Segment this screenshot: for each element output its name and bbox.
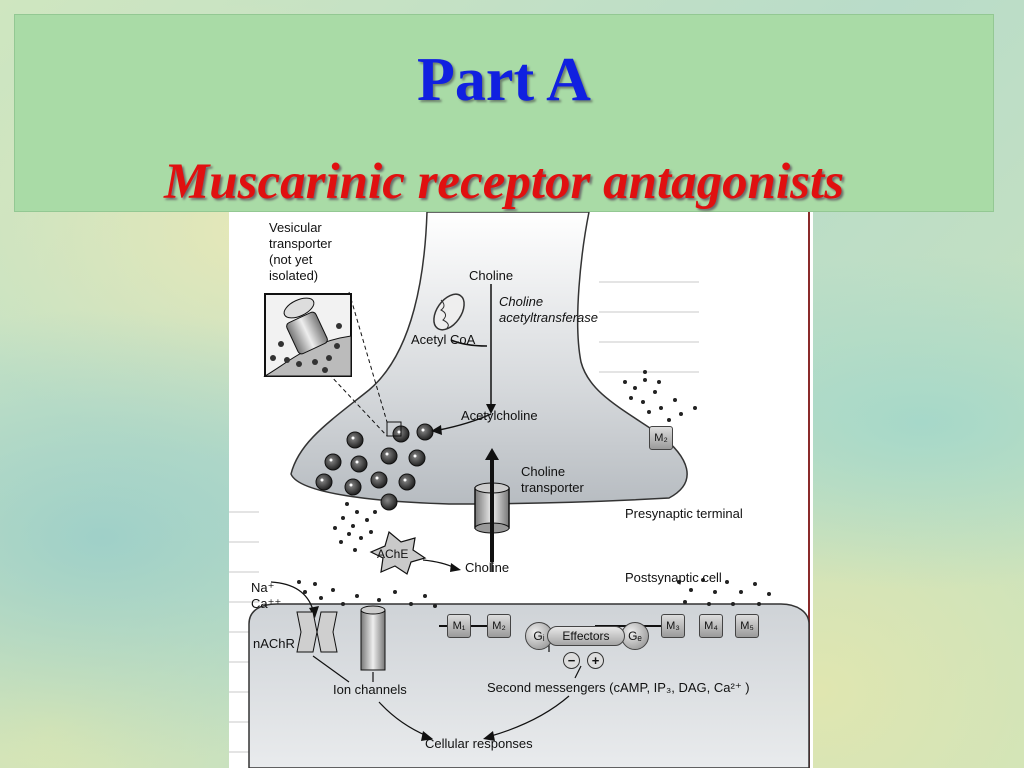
background-text-lines <box>229 281 699 753</box>
m5-receptor: M₅ <box>735 614 759 638</box>
vesicular-transporter-label: Vesicular transporter (not yet isolated) <box>269 220 332 283</box>
presynaptic-terminal <box>290 212 688 505</box>
stimulate-sign: + <box>587 652 604 669</box>
ache-enzyme <box>369 530 427 575</box>
choline-acetyltransferase-label: Choline acetyltransferase <box>499 294 598 325</box>
slide-subtitle: Muscarinic receptor antagonists <box>163 154 845 210</box>
acetylcholine-label: Acetylcholine <box>461 408 538 423</box>
choline-transporter-label: Choline transporter <box>521 464 584 495</box>
inhibit-sign: − <box>563 652 580 669</box>
choline-label: Choline <box>469 268 514 283</box>
effectors-box: Effectors <box>547 626 625 646</box>
nachr-label: nAChR <box>253 636 295 651</box>
title-banner: Part A Muscarinic receptor antagonists <box>14 14 994 212</box>
vesicular-transporter-inset <box>263 293 352 377</box>
cellular-responses-label: Cellular responses <box>425 736 533 751</box>
m3-receptor: M₃ <box>661 614 685 638</box>
slide-title: Part A <box>417 46 591 114</box>
m2-receptor: M₂ <box>487 614 511 638</box>
m4-receptor: M₄ <box>699 614 723 638</box>
vesicle-highlights <box>320 428 425 487</box>
choline-cleft-label: Choline <box>465 560 510 575</box>
sodium-label: Na⁺ <box>251 580 275 595</box>
gq-protein: Gₑ <box>621 622 649 650</box>
ache-label: AChE <box>377 547 409 561</box>
presynaptic-m2-receptor: M₂ <box>649 426 673 450</box>
calcium-label: Ca⁺⁺ <box>251 596 282 611</box>
m1-receptor: M₁ <box>447 614 471 638</box>
mitochondrion <box>433 293 465 331</box>
presynaptic-terminal-label: Presynaptic terminal <box>625 506 743 521</box>
ion-channel <box>360 605 386 671</box>
postsynaptic-cell-label: Postsynaptic cell <box>625 570 722 585</box>
acetyl-coa-label: Acetyl CoA <box>411 332 476 347</box>
postsynaptic-cell <box>248 603 810 768</box>
synapse-drawing <box>229 212 810 768</box>
nicotinic-receptor <box>296 611 338 653</box>
released-ach <box>297 370 771 608</box>
synaptic-vesicles <box>315 423 434 511</box>
ion-channels-label: Ion channels <box>333 682 407 697</box>
second-messengers-label: Second messengers (cAMP, IP₃, DAG, Ca²⁺ … <box>487 680 750 695</box>
synapse-diagram: Vesicular transporter (not yet isolated)… <box>229 212 813 768</box>
